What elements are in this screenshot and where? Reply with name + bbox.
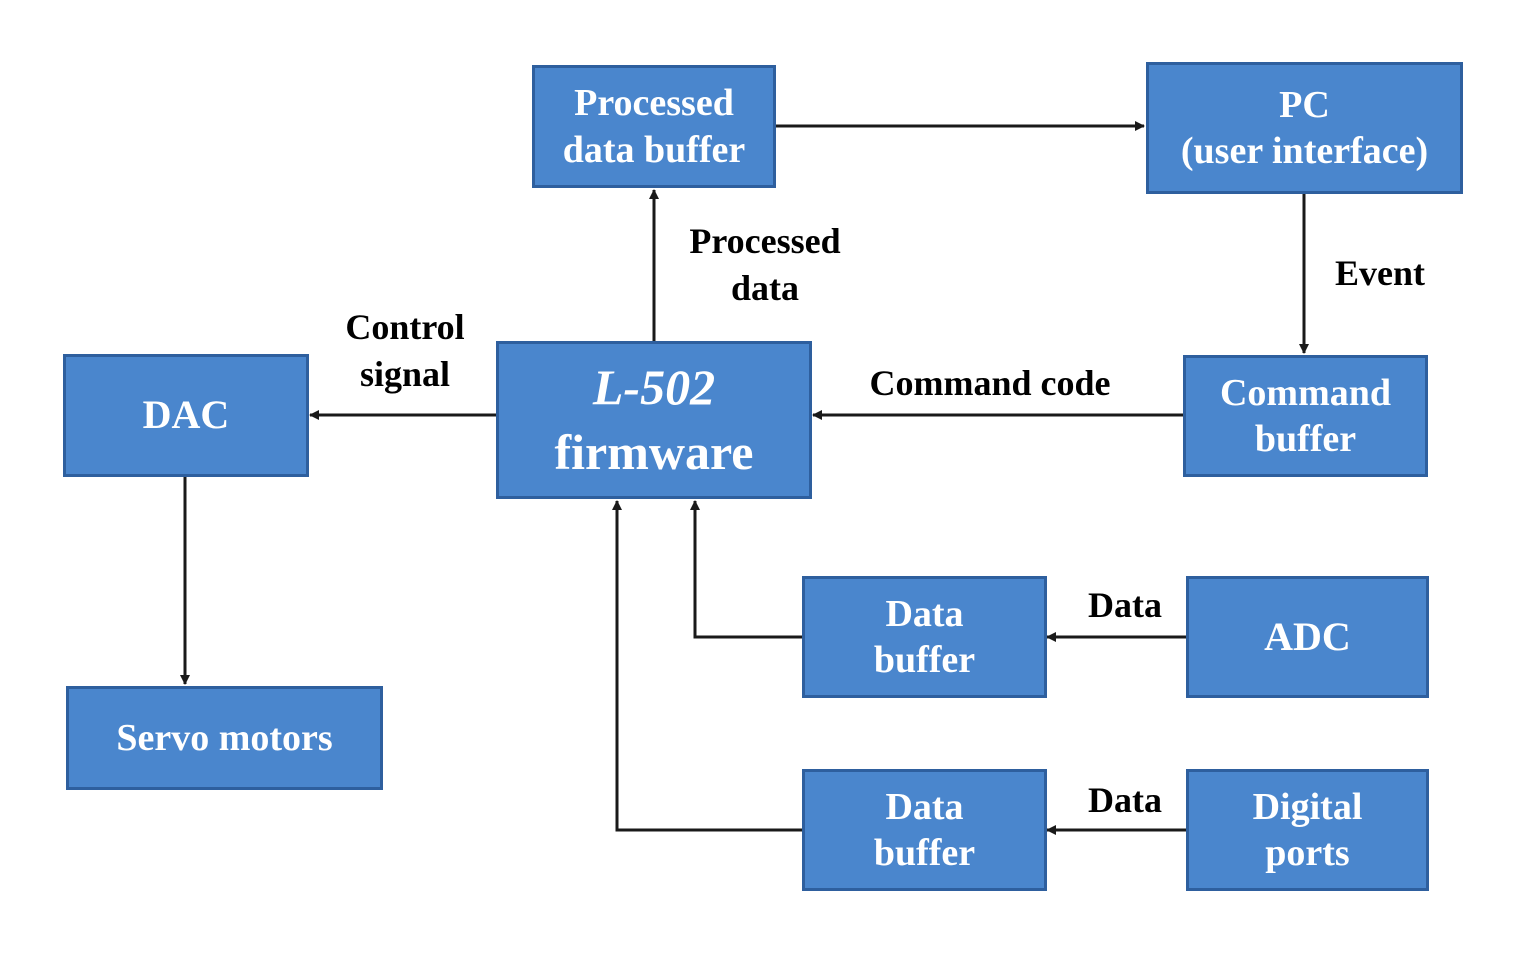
servo-motors-label: Servo motors	[116, 716, 333, 759]
event-label: Event	[1320, 250, 1440, 297]
dac-block: DAC	[63, 354, 309, 477]
command-buffer-line-1: Command	[1219, 371, 1392, 414]
firmware-block: L-502 firmware	[496, 341, 812, 499]
processed-data-label-line-2: data	[730, 267, 799, 308]
pc-line-1: PC	[1279, 83, 1330, 126]
processed-data-buffer-line-2: data buffer	[562, 128, 746, 171]
command-buffer-line-2: buffer	[1254, 418, 1357, 460]
data-buffer-adc-line-1: Data	[885, 592, 964, 635]
digital-ports-block: Digital ports	[1186, 769, 1429, 891]
command-code-label: Command code	[845, 360, 1135, 407]
arrow-data-buffer-1-to-firmware	[690, 500, 802, 639]
dac-label: DAC	[142, 392, 230, 438]
digital-ports-line-2: ports	[1265, 832, 1350, 874]
data-adc-label-text: Data	[1088, 585, 1162, 625]
processed-data-label-line-1: Processed	[689, 221, 841, 261]
adc-label: ADC	[1264, 613, 1351, 659]
command-buffer-block: Command buffer	[1183, 355, 1428, 477]
data-buffer-adc-line-2: buffer	[873, 639, 976, 681]
processed-data-label: Processed data	[670, 218, 860, 312]
processed-data-buffer-block: Processed data buffer	[532, 65, 776, 188]
control-signal-label-line-1: Control	[345, 307, 465, 347]
firmware-label: firmware	[554, 424, 754, 480]
digital-ports-line-1: Digital	[1252, 785, 1363, 828]
data-digital-label: Data	[1070, 777, 1180, 824]
processed-data-buffer-line-1: Processed	[574, 82, 734, 125]
servo-motors-block: Servo motors	[66, 686, 383, 790]
data-adc-label: Data	[1070, 582, 1180, 629]
control-signal-label: Control signal	[330, 304, 480, 398]
firmware-model: L-502	[592, 359, 716, 415]
pc-line-2: (user interface)	[1180, 130, 1429, 172]
data-buffer-adc-block: Data buffer	[802, 576, 1047, 698]
command-code-label-text: Command code	[869, 363, 1111, 403]
data-digital-label-text: Data	[1088, 780, 1162, 820]
data-buffer-digital-line-2: buffer	[873, 832, 976, 874]
adc-block: ADC	[1186, 576, 1429, 698]
pc-block: PC (user interface)	[1146, 62, 1463, 194]
event-label-text: Event	[1335, 253, 1425, 293]
arrow-data-buffer-2-to-firmware	[612, 500, 802, 832]
control-signal-label-line-2: signal	[359, 353, 451, 394]
data-buffer-digital-block: Data buffer	[802, 769, 1047, 891]
data-buffer-digital-line-1: Data	[885, 785, 964, 828]
